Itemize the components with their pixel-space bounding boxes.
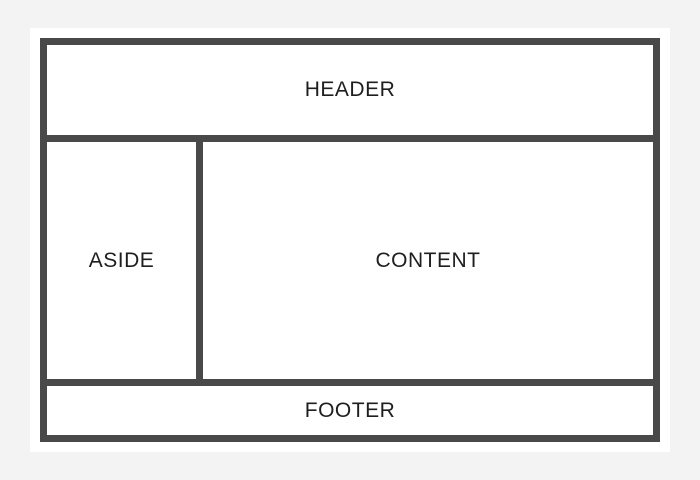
content-label: CONTENT (375, 248, 481, 272)
layout-wireframe: HEADER ASIDE CONTENT FOOTER (40, 38, 660, 442)
aside-label: ASIDE (88, 248, 155, 272)
footer-label: FOOTER (304, 398, 396, 422)
aside-region: ASIDE (47, 142, 196, 379)
content-region: CONTENT (203, 142, 653, 379)
header-label: HEADER (304, 78, 396, 101)
header-region: HEADER (47, 45, 653, 135)
page-canvas: HEADER ASIDE CONTENT FOOTER (30, 28, 670, 452)
footer-region: FOOTER (47, 386, 653, 435)
